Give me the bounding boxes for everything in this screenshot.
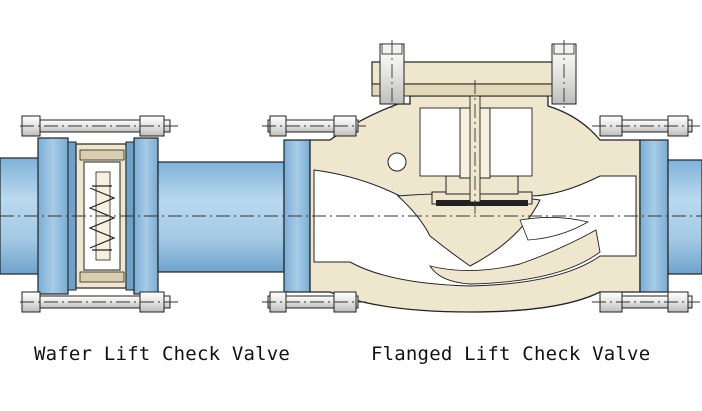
right-pipe <box>667 159 702 275</box>
flanged-valve-caption: Flanged Lift Check Valve <box>371 343 651 365</box>
centerlines <box>0 40 702 303</box>
wafer-valve-caption: Wafer Lift Check Valve <box>34 343 291 365</box>
valve-disc-icon <box>431 175 533 206</box>
middle-pipe <box>157 161 285 273</box>
